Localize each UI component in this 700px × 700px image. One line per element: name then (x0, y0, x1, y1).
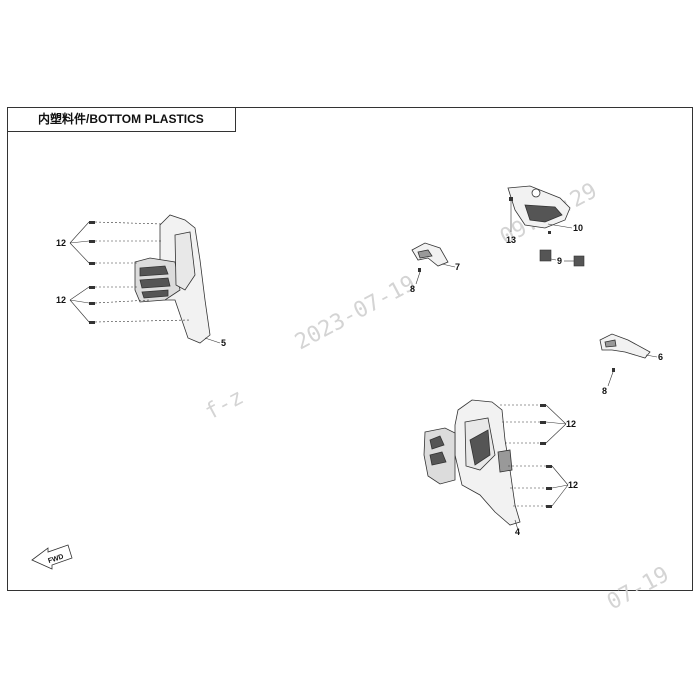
watermark-fz: f-z (201, 385, 248, 426)
callout-7: 7 (455, 262, 460, 272)
drawing-frame (7, 107, 693, 591)
watermark-date-2: 07-19 (603, 562, 673, 615)
part-4-leader-lines (500, 404, 569, 531)
part-7-bracket (411, 242, 449, 267)
callout-4: 4 (515, 527, 520, 537)
fwd-arrow-icon: FWD (31, 544, 73, 570)
part-8-leader-lower (607, 371, 614, 387)
part-5-left-bottom-panel (134, 214, 211, 344)
callout-6: 6 (658, 352, 663, 362)
part-5-leader-lines (69, 221, 221, 344)
part-4-screws (540, 404, 552, 508)
callout-13: 13 (506, 235, 516, 245)
watermark-date: 2023-07-19 (291, 271, 420, 355)
callout-12-upper-right: 12 (566, 419, 576, 429)
fwd-label: FWD (47, 553, 64, 565)
callout-9: 9 (557, 256, 562, 266)
part-8-leader-upper (415, 271, 421, 285)
part-4-right-bottom-panel (423, 399, 521, 526)
page-title: 内塑料件/BOTTOM PLASTICS (7, 107, 236, 132)
part-5-screws (89, 221, 95, 324)
part-6-bracket (599, 333, 651, 359)
part-10-leaders (510, 198, 573, 232)
callout-12-lower-left: 12 (56, 295, 66, 305)
callout-8-lower: 8 (602, 386, 607, 396)
part-9-leader (550, 258, 557, 261)
part-8-screw-upper (418, 268, 421, 272)
part-7-leader (441, 263, 456, 268)
callout-5: 5 (221, 338, 226, 348)
callout-10: 10 (573, 223, 583, 233)
part-10-bracket (507, 185, 571, 229)
part-6-leader (645, 354, 658, 358)
part-9-clips (539, 249, 585, 267)
callout-12-upper-left: 12 (56, 238, 66, 248)
callout-8-upper: 8 (410, 284, 415, 294)
part-10-clip (548, 231, 551, 234)
callout-12-lower-right: 12 (568, 480, 578, 490)
part-13-screw (509, 197, 513, 201)
part-8-screw-lower (612, 368, 615, 372)
